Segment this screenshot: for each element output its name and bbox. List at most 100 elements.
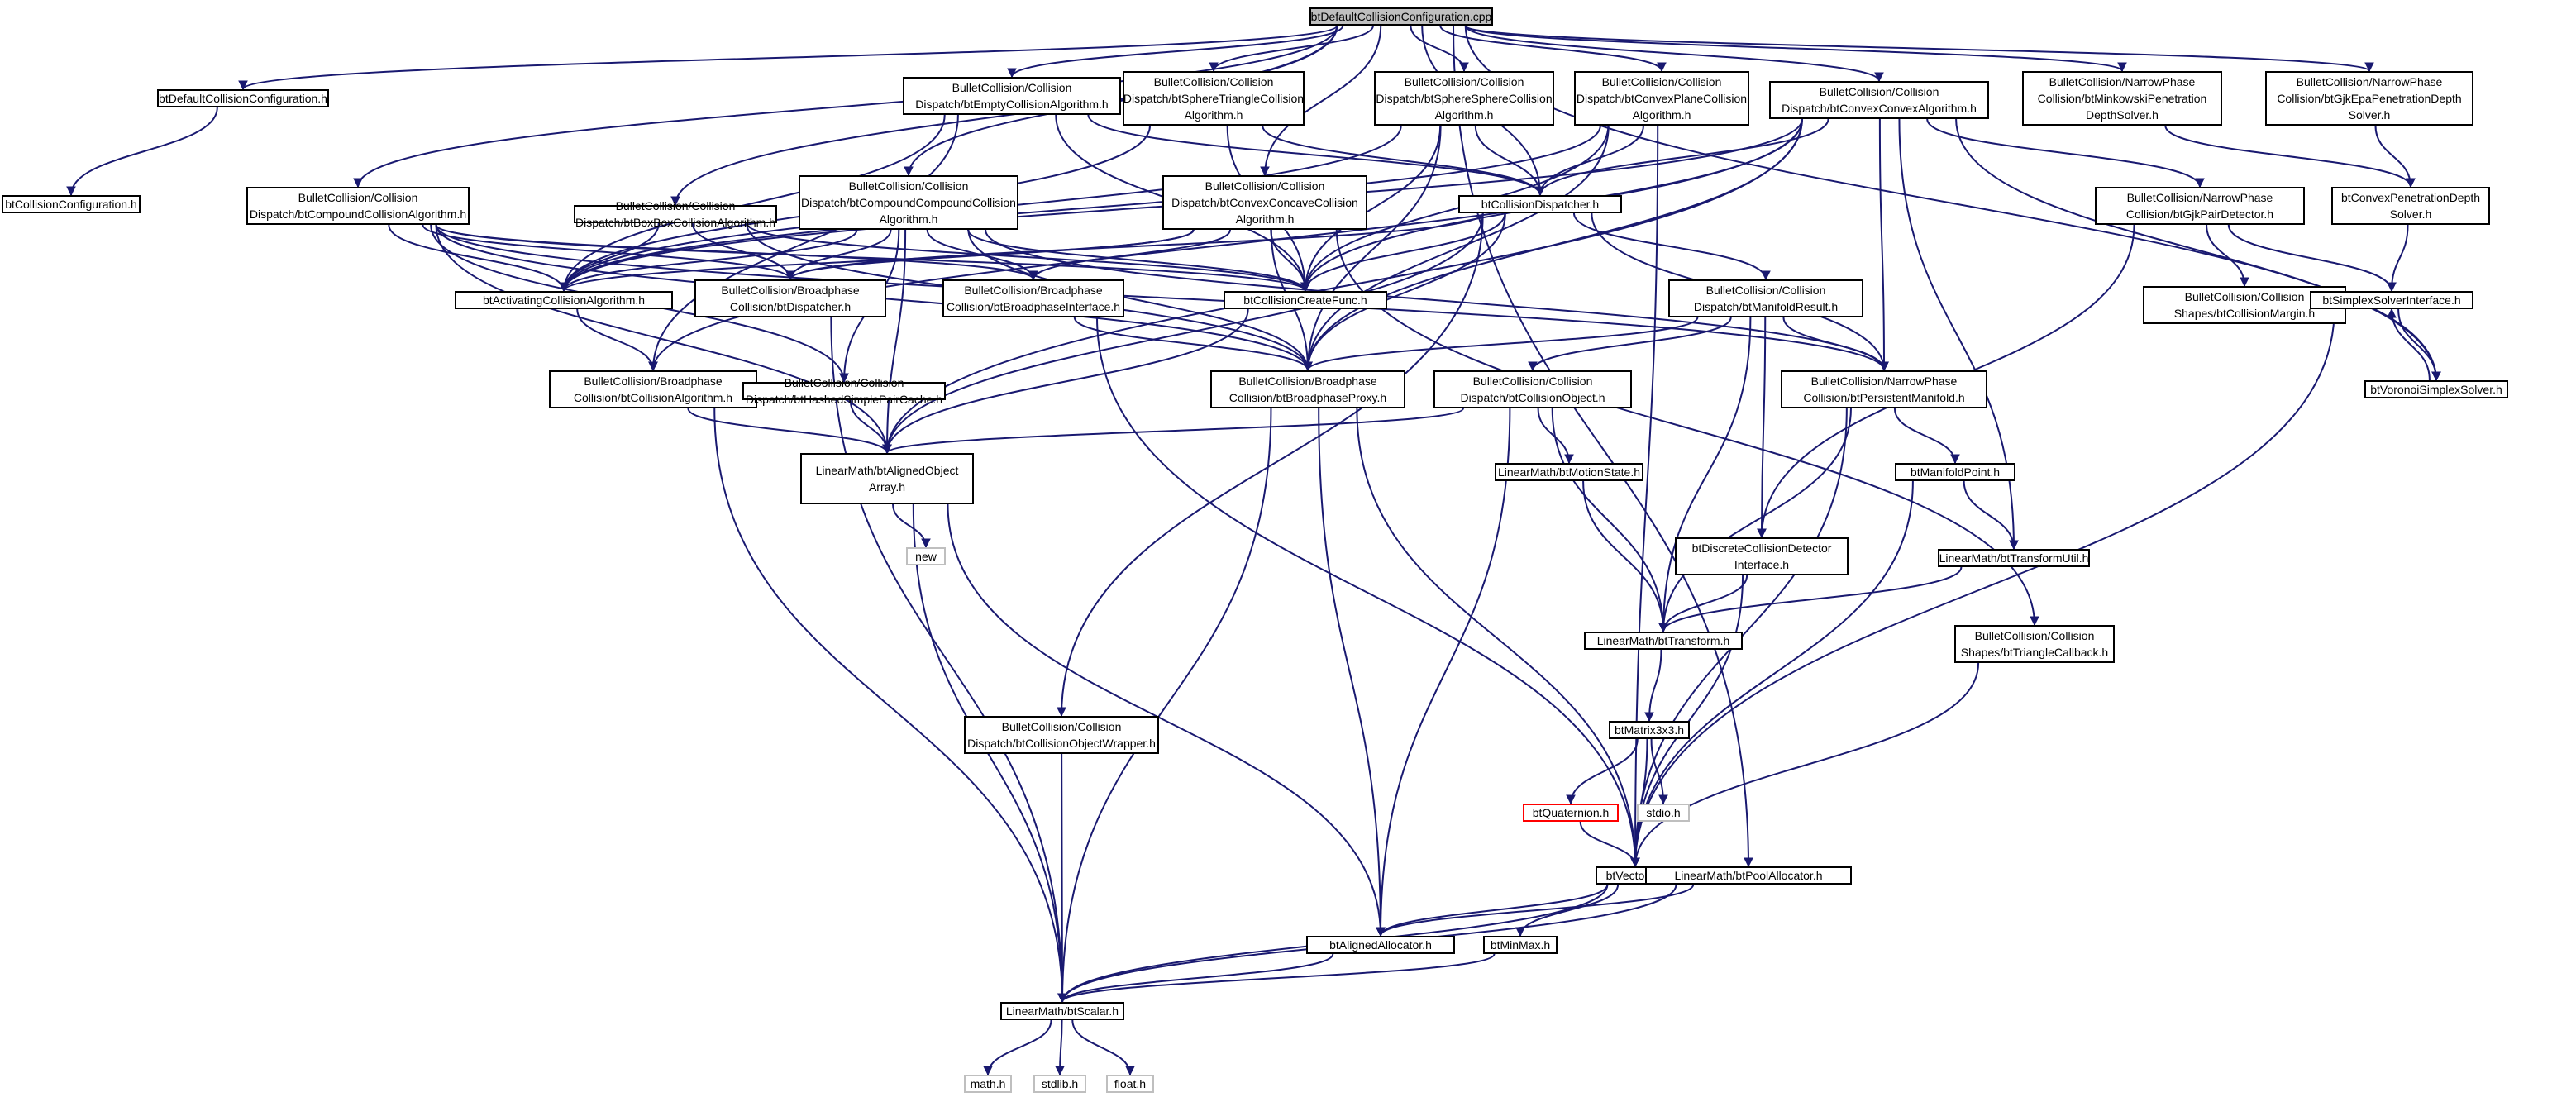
arrowhead-cvxconc-to-tricb (2030, 616, 2039, 627)
node-compcomp[interactable]: BulletCollision/Collision Dispatch/btCom… (799, 175, 1018, 230)
node-bpproxy[interactable]: BulletCollision/Broadphase Collision/btB… (1210, 370, 1405, 408)
edge-cvxcvx-to-persist (1878, 118, 1885, 371)
node-boxbox[interactable]: BulletCollision/Collision Dispatch/btBox… (574, 199, 777, 229)
edge-bpiface-to-bpproxy (1073, 317, 1309, 371)
edge-minmax-to-scalar (1061, 953, 1496, 1003)
node-minmax[interactable]: btMinMax.h (1483, 936, 1558, 954)
edge-root-to-dcc-h (242, 25, 1338, 90)
edge-bpcollalg-to-scalar (713, 408, 1063, 1003)
arrowhead-root-to-cvxplane (1657, 62, 1667, 73)
edge-transform-to-matrix (1648, 649, 1662, 722)
node-float[interactable]: float.h (1106, 1075, 1154, 1093)
edge-alloc-to-scalar (1061, 953, 1334, 1003)
edge-minkowski-to-cvxpen (2164, 125, 2411, 188)
node-dcc-h[interactable]: btDefaultCollisionConfiguration.h (157, 89, 329, 107)
arrowhead-matrix-to-quat (1566, 794, 1576, 805)
node-cvxplane[interactable]: BulletCollision/Collision Dispatch/btCon… (1574, 71, 1749, 126)
node-gjkpair[interactable]: BulletCollision/NarrowPhase Collision/bt… (2095, 187, 2305, 225)
edge-cvxplane-to-activating (563, 125, 1601, 292)
arrowhead-colldisp-to-manres (1761, 270, 1771, 281)
node-manres[interactable]: BulletCollision/Collision Dispatch/btMan… (1668, 279, 1863, 317)
node-activating[interactable]: btActivatingCollisionAlgorithm.h (455, 291, 673, 309)
node-wrapper[interactable]: BulletCollision/Collision Dispatch/btCol… (964, 716, 1159, 754)
arrowhead-dcc-h-to-cc-h (66, 186, 76, 197)
edge-gjkpair-to-margin (2206, 224, 2245, 287)
node-collobj[interactable]: BulletCollision/Collision Dispatch/btCol… (1433, 370, 1632, 408)
node-motion[interactable]: LinearMath/btMotionState.h (1495, 463, 1643, 481)
node-simplexiface[interactable]: btSimplexSolverInterface.h (2310, 291, 2473, 309)
edge-compcomp-to-activating (563, 229, 858, 292)
edge-ecol-to-activating (563, 114, 946, 292)
node-math[interactable]: math.h (964, 1075, 1012, 1093)
node-bpiface[interactable]: BulletCollision/Broadphase Collision/btB… (942, 279, 1124, 317)
edge-tutil-to-transform (1662, 566, 1963, 632)
node-pool[interactable]: LinearMath/btPoolAllocator.h (1645, 866, 1852, 885)
node-root[interactable]: btDefaultCollisionConfiguration.cpp (1309, 7, 1493, 26)
edge-collobj-to-alloc (1380, 408, 1511, 937)
node-discrete[interactable]: btDiscreteCollisionDetector Interface.h (1675, 537, 1849, 575)
arrowhead-root-to-pool (1744, 857, 1753, 868)
node-hashed[interactable]: BulletCollision/Collision Dispatch/btHas… (742, 376, 946, 406)
edge-aligned-to-alloc (947, 503, 1381, 937)
node-cvxpen[interactable]: btConvexPenetrationDepth Solver.h (2331, 187, 2490, 225)
node-alloc[interactable]: btAlignedAllocator.h (1306, 936, 1455, 954)
node-cc-h[interactable]: btCollisionConfiguration.h (2, 195, 141, 213)
arrowhead-cvxcvx-to-colldisp (1535, 186, 1545, 197)
node-quat[interactable]: btQuaternion.h (1523, 804, 1619, 822)
edge-simplexiface-to-vector3 (1634, 308, 2335, 867)
edge-colldisp-to-manres (1572, 212, 1767, 280)
node-compound[interactable]: BulletCollision/Collision Dispatch/btCom… (246, 187, 470, 225)
node-gjkepa[interactable]: BulletCollision/NarrowPhase Collision/bt… (2265, 71, 2473, 126)
arrowhead-manres-to-collobj (1528, 361, 1538, 372)
node-manpoint[interactable]: btManifoldPoint.h (1895, 463, 2015, 481)
node-bpdisp[interactable]: BulletCollision/Broadphase Collision/btD… (694, 279, 886, 317)
node-voronoi[interactable]: btVoronoiSimplexSolver.h (2364, 380, 2508, 398)
node-aligned[interactable]: LinearMath/btAlignedObject Array.h (800, 453, 974, 504)
arrowhead-root-to-dcc-h (238, 80, 248, 91)
node-cvxcvx[interactable]: BulletCollision/Collision Dispatch/btCon… (1769, 81, 1989, 119)
node-persist[interactable]: BulletCollision/NarrowPhase Collision/bt… (1781, 370, 1987, 408)
node-tutil[interactable]: LinearMath/btTransformUtil.h (1938, 549, 2090, 567)
edge-manres-to-bpproxy (1307, 317, 1699, 371)
edge-cvxplane-to-colldisp (1539, 125, 1644, 196)
arrowhead-colldisp-to-createfunc (1300, 282, 1310, 293)
node-colldisp[interactable]: btCollisionDispatcher.h (1458, 195, 1622, 213)
arrowhead-manpoint-to-tutil (2009, 540, 2019, 551)
arrowhead-collobj-to-motion (1564, 454, 1574, 465)
arrowhead-quat-to-vector3 (1630, 857, 1640, 868)
arrowhead-manres-to-discrete (1757, 528, 1767, 539)
node-sphsph[interactable]: BulletCollision/Collision Dispatch/btSph… (1374, 71, 1554, 126)
node-tricb[interactable]: BulletCollision/Collision Shapes/btTrian… (1954, 625, 2115, 663)
edge-compound-to-activating (388, 224, 565, 292)
edge-quat-to-vector3 (1579, 821, 1636, 867)
node-ecol[interactable]: BulletCollision/Collision Dispatch/btEmp… (903, 77, 1121, 115)
node-stdlib[interactable]: stdlib.h (1033, 1075, 1086, 1093)
edge-cvxpen-to-simplexiface (2391, 224, 2409, 292)
edge-boxbox-to-activating (563, 222, 660, 292)
edge-bpproxy-to-vector3 (1356, 408, 1636, 867)
edge-root-to-pool (1453, 25, 1749, 867)
arrowhead-root-to-compound (353, 178, 363, 188)
node-bpcollalg[interactable]: BulletCollision/Broadphase Collision/btC… (549, 370, 757, 408)
arrowhead-scalar-to-stdlib (1055, 1066, 1065, 1076)
edge-cvxcvx-to-tutil (1898, 118, 2015, 550)
edge-collobj-to-transform (1551, 408, 1664, 632)
arrowhead-root-to-minkowski (2117, 62, 2127, 73)
node-new[interactable]: new (906, 547, 946, 565)
edge-root-to-cvxconc (1264, 25, 1382, 176)
edge-activating-to-bpcollalg (576, 308, 654, 371)
arrowhead-root-to-gjkepa (2364, 62, 2374, 73)
node-matrix[interactable]: btMatrix3x3.h (1609, 721, 1690, 739)
edge-manres-to-discrete (1761, 317, 1767, 538)
arrowhead-compcomp-to-hashed (839, 373, 849, 384)
node-cvxconc[interactable]: BulletCollision/Collision Dispatch/btCon… (1162, 175, 1367, 230)
node-transform[interactable]: LinearMath/btTransform.h (1584, 632, 1743, 650)
node-stdio[interactable]: stdio.h (1637, 804, 1690, 822)
arrowhead-colldisp-to-wrapper (1057, 707, 1066, 718)
arrowhead-cvxconc-to-activating (559, 282, 569, 293)
node-createfunc[interactable]: btCollisionCreateFunc.h (1224, 291, 1387, 309)
node-scalar[interactable]: LinearMath/btScalar.h (1000, 1002, 1124, 1020)
node-sphtri[interactable]: BulletCollision/Collision Dispatch/btSph… (1123, 71, 1305, 126)
edge-cvxplane-to-createfunc (1305, 125, 1610, 292)
node-minkowski[interactable]: BulletCollision/NarrowPhase Collision/bt… (2022, 71, 2222, 126)
